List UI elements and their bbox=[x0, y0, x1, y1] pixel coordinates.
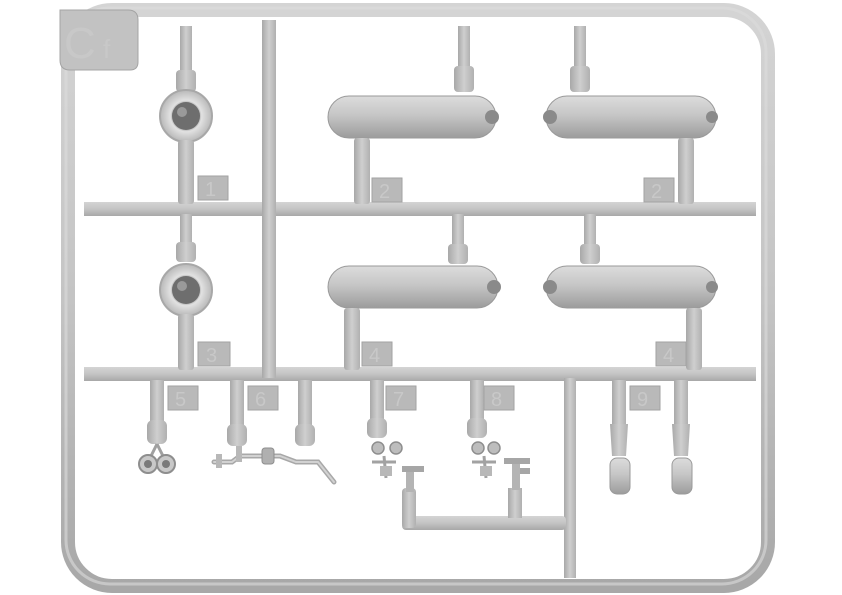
part-label-2a: 2 bbox=[379, 181, 390, 203]
part-label-8: 8 bbox=[491, 389, 502, 411]
sprue-frame bbox=[61, 3, 775, 593]
part-1-headlight bbox=[159, 26, 213, 204]
part-label-4b: 4 bbox=[663, 345, 674, 367]
part-label-2b: 2 bbox=[651, 181, 662, 203]
part-6-torch bbox=[211, 380, 337, 485]
part-label-7: 7 bbox=[393, 389, 404, 411]
sprue-code-suffix: f bbox=[103, 34, 111, 64]
sprue-runners bbox=[84, 20, 756, 578]
part-4-tank-right bbox=[543, 214, 718, 370]
part-4-tank-left bbox=[327, 214, 501, 370]
part-9-cans bbox=[609, 380, 693, 495]
part-label-6: 6 bbox=[255, 389, 266, 411]
part-label-4a: 4 bbox=[369, 345, 380, 367]
sprue-code-tag: C f bbox=[59, 9, 139, 71]
part-2-tank-left bbox=[327, 26, 499, 204]
part-2-tank-right bbox=[543, 26, 718, 204]
sprue-code-letter: C bbox=[64, 19, 96, 68]
part-7-regulator bbox=[367, 380, 403, 479]
part-3-headlight bbox=[159, 214, 213, 370]
part-5-goggles bbox=[138, 380, 176, 474]
part-8-regulator bbox=[467, 380, 501, 479]
part-label-9: 9 bbox=[637, 389, 648, 411]
part-label-5: 5 bbox=[175, 389, 186, 411]
part-label-1: 1 bbox=[205, 179, 216, 201]
part-number-tags: 1 2 2 3 4 4 5 6 7 8 9 bbox=[167, 175, 687, 411]
valve-sub-sprue bbox=[402, 458, 566, 530]
part-label-3: 3 bbox=[206, 345, 217, 367]
